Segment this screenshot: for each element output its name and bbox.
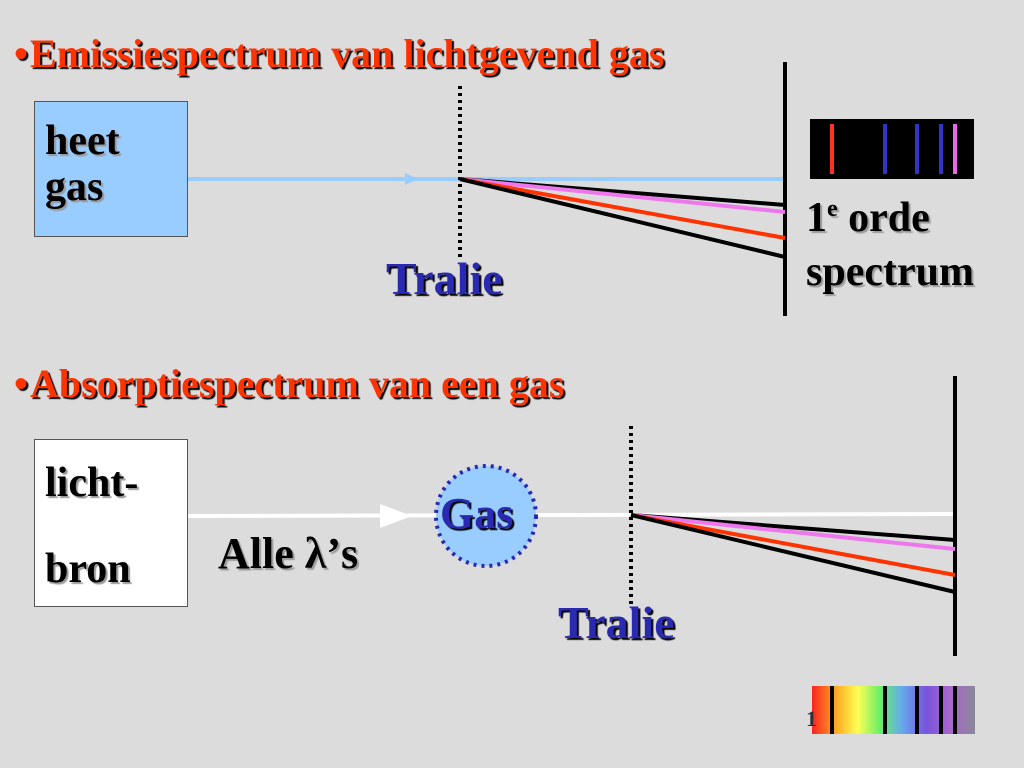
light-source-line2: bron — [45, 546, 131, 592]
absorption-spectrum-strip — [812, 686, 975, 734]
absorption-ray-violet — [630, 513, 956, 551]
hot-gas-line2: gas — [45, 164, 104, 210]
hot-gas-box: heet gas — [34, 101, 188, 237]
absorption-ray-bottom — [630, 513, 956, 594]
title-bullet: • — [14, 31, 29, 76]
absorption-title: •Absorptiespectrum van een gas — [14, 360, 564, 407]
emission-ray-violet — [459, 177, 786, 214]
page-number: 1 — [806, 706, 817, 731]
first-order-label: 1e orde spectrum — [806, 182, 974, 299]
absorption-title-text: Absorptiespectrum van een gas — [30, 361, 565, 406]
all-wavelengths-label: Alle λ’s — [218, 529, 359, 578]
order-prefix: 1 — [806, 195, 827, 241]
emission-spectrum-strip — [810, 119, 974, 179]
gas-label: Gas — [440, 489, 514, 538]
emission-title: •Emissiespectrum van lichtgevend gas — [14, 30, 664, 77]
absorption-beam-arrow — [380, 504, 412, 528]
emission-beam-arrow — [405, 173, 418, 185]
light-source-box: licht- bron — [34, 439, 188, 607]
title-bullet: • — [14, 361, 29, 406]
gas-cloud — [434, 464, 538, 568]
emission-ray-bottom — [459, 177, 786, 259]
emission-grating-label: Tralie — [386, 253, 503, 304]
absorption-ray-red — [630, 513, 956, 577]
order-suffix: orde — [837, 195, 930, 241]
absorption-grating-label: Tralie — [558, 597, 675, 648]
light-source-line1: licht- — [45, 460, 139, 506]
order-sup: e — [827, 196, 838, 222]
absorption-beam — [187, 512, 956, 518]
order-line2: spectrum — [806, 249, 974, 295]
emission-title-text: Emissiespectrum van lichtgevend gas — [30, 31, 665, 76]
hot-gas-line1: heet — [45, 118, 120, 164]
emission-ray-red — [459, 177, 786, 240]
